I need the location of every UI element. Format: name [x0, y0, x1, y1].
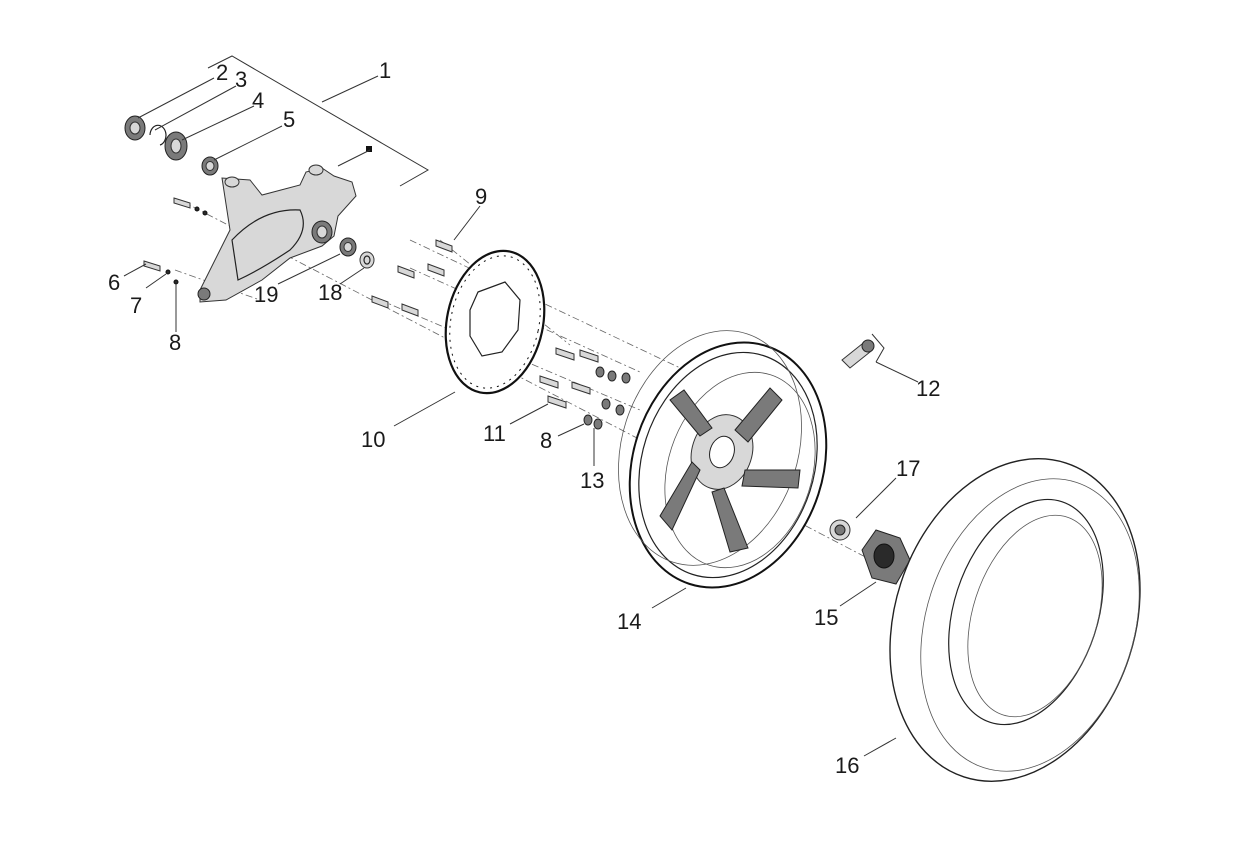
- bearing-kit: [124, 115, 372, 176]
- kit-marker: [366, 146, 372, 152]
- circlip: [149, 124, 167, 146]
- callout-12: 12: [916, 376, 940, 401]
- tyre: [889, 458, 1141, 782]
- spacer-ring-inner: [205, 161, 215, 171]
- callout-7: 7: [130, 293, 142, 318]
- callout-8-lower: 8: [540, 428, 552, 453]
- leader-lines: [123, 75, 919, 757]
- callout-16: 16: [835, 753, 859, 778]
- callout-15: 15: [814, 605, 838, 630]
- callout-17: 17: [896, 456, 920, 481]
- kit-bracket: [207, 55, 430, 187]
- callout-13: 13: [580, 468, 604, 493]
- brake-disc: [444, 249, 546, 395]
- callout-4: 4: [252, 88, 264, 113]
- wheel-rim: [618, 330, 828, 589]
- callout-1: 1: [379, 58, 391, 83]
- callout-5: 5: [283, 107, 295, 132]
- disc-bolts: [371, 239, 453, 317]
- caliper-bolts: [143, 197, 208, 285]
- callout-3: 3: [235, 67, 247, 92]
- callout-14: 14: [617, 609, 641, 634]
- callout-19: 19: [254, 282, 278, 307]
- seal-ring-inner: [129, 121, 141, 135]
- callout-18: 18: [318, 280, 342, 305]
- tyre-valve: [841, 333, 885, 369]
- hub-bolts: [539, 347, 631, 430]
- callout-8-upper: 8: [169, 330, 181, 355]
- drive-hub: [829, 519, 911, 585]
- callout-labels: 1 2 3 4 5 6 7 8 9 10 11 8 12 13 14 15 16…: [108, 58, 940, 778]
- callout-10: 10: [361, 427, 385, 452]
- callout-2: 2: [216, 60, 228, 85]
- callout-11: 11: [483, 421, 506, 446]
- swing-arm-bracket: [197, 164, 357, 303]
- callout-6: 6: [108, 270, 120, 295]
- bearing-inner: [170, 138, 182, 154]
- wheel-spacers: [339, 237, 375, 269]
- callout-9: 9: [475, 184, 487, 209]
